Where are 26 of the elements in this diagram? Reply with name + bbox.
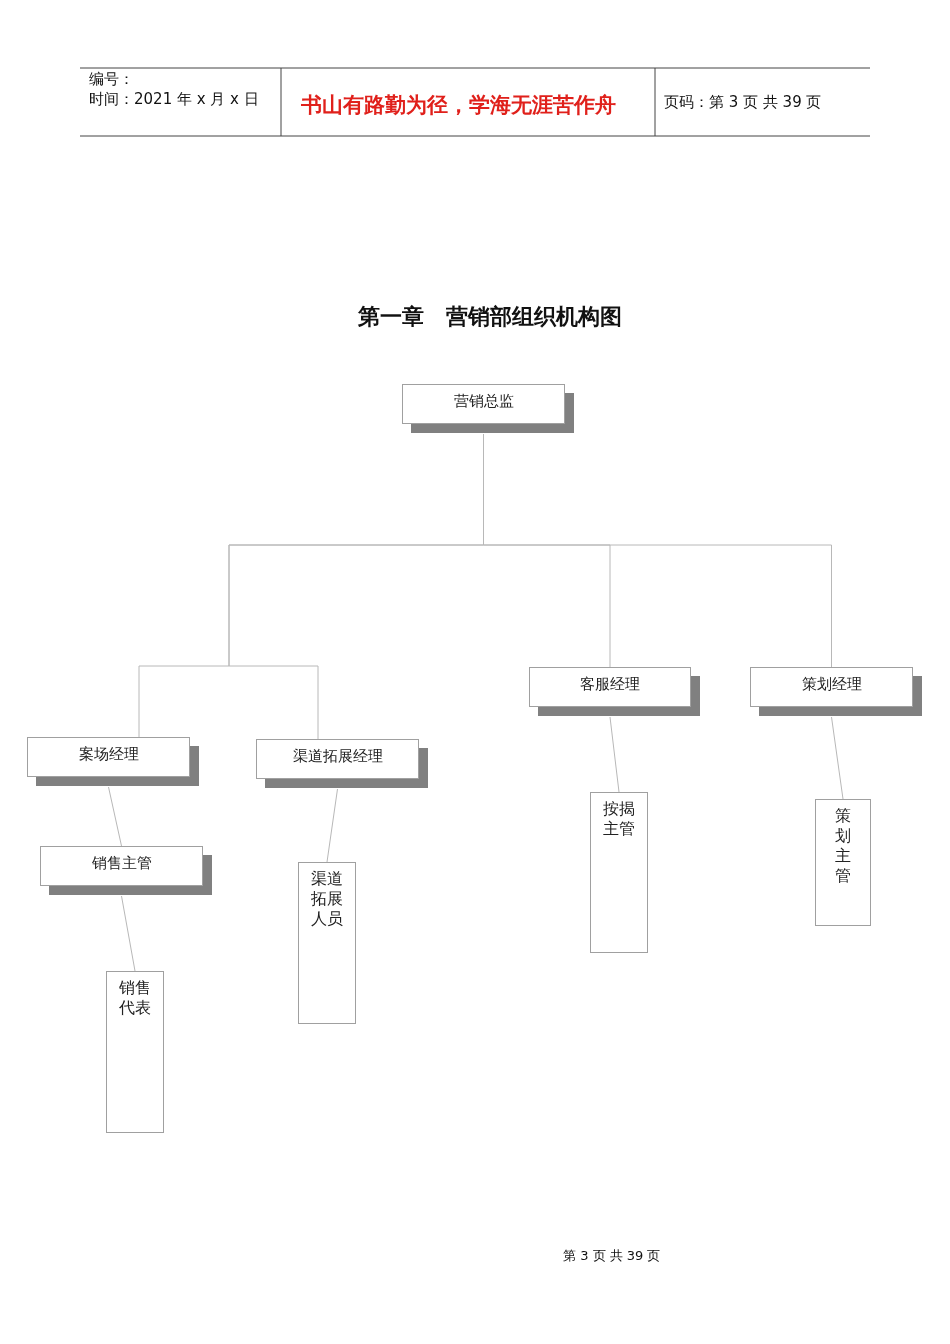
header-text: 编号： — [89, 70, 134, 89]
header-text: 时间：2021 年 x 月 x 日 — [89, 90, 259, 109]
connector-line — [326, 788, 338, 863]
position-card — [106, 971, 164, 1133]
page-footer: 第 3 页 共 39 页 — [563, 1247, 661, 1265]
connector-line — [609, 716, 620, 793]
position-card — [298, 862, 356, 1024]
position-title: 客服经理 — [580, 675, 640, 694]
position-card — [590, 792, 648, 953]
connector-line — [108, 786, 122, 847]
position-title: 销售主管 — [91, 854, 152, 873]
position-title: 案场经理 — [78, 745, 139, 764]
position-title: 渠道拓展经理 — [292, 747, 383, 766]
chart-title: 第一章 营销部组织机构图 — [357, 303, 623, 331]
position-card — [815, 799, 871, 926]
connector-line — [121, 895, 136, 972]
header-text: 页码：第 3 页 共 39 页 — [664, 93, 822, 112]
connector-line — [483, 433, 832, 668]
position-title: 策划经理 — [801, 675, 862, 694]
position-title: 营销总监 — [453, 392, 514, 411]
position-title: 按揭主管 — [602, 799, 636, 839]
motto-text: 书山有路勤为径，学海无涯苦作舟 — [301, 92, 616, 119]
connector-line — [831, 716, 844, 800]
position-title: 销售代表 — [118, 978, 152, 1018]
position-title: 渠道拓展人员 — [310, 869, 344, 929]
position-title: 策划主管 — [834, 806, 852, 886]
